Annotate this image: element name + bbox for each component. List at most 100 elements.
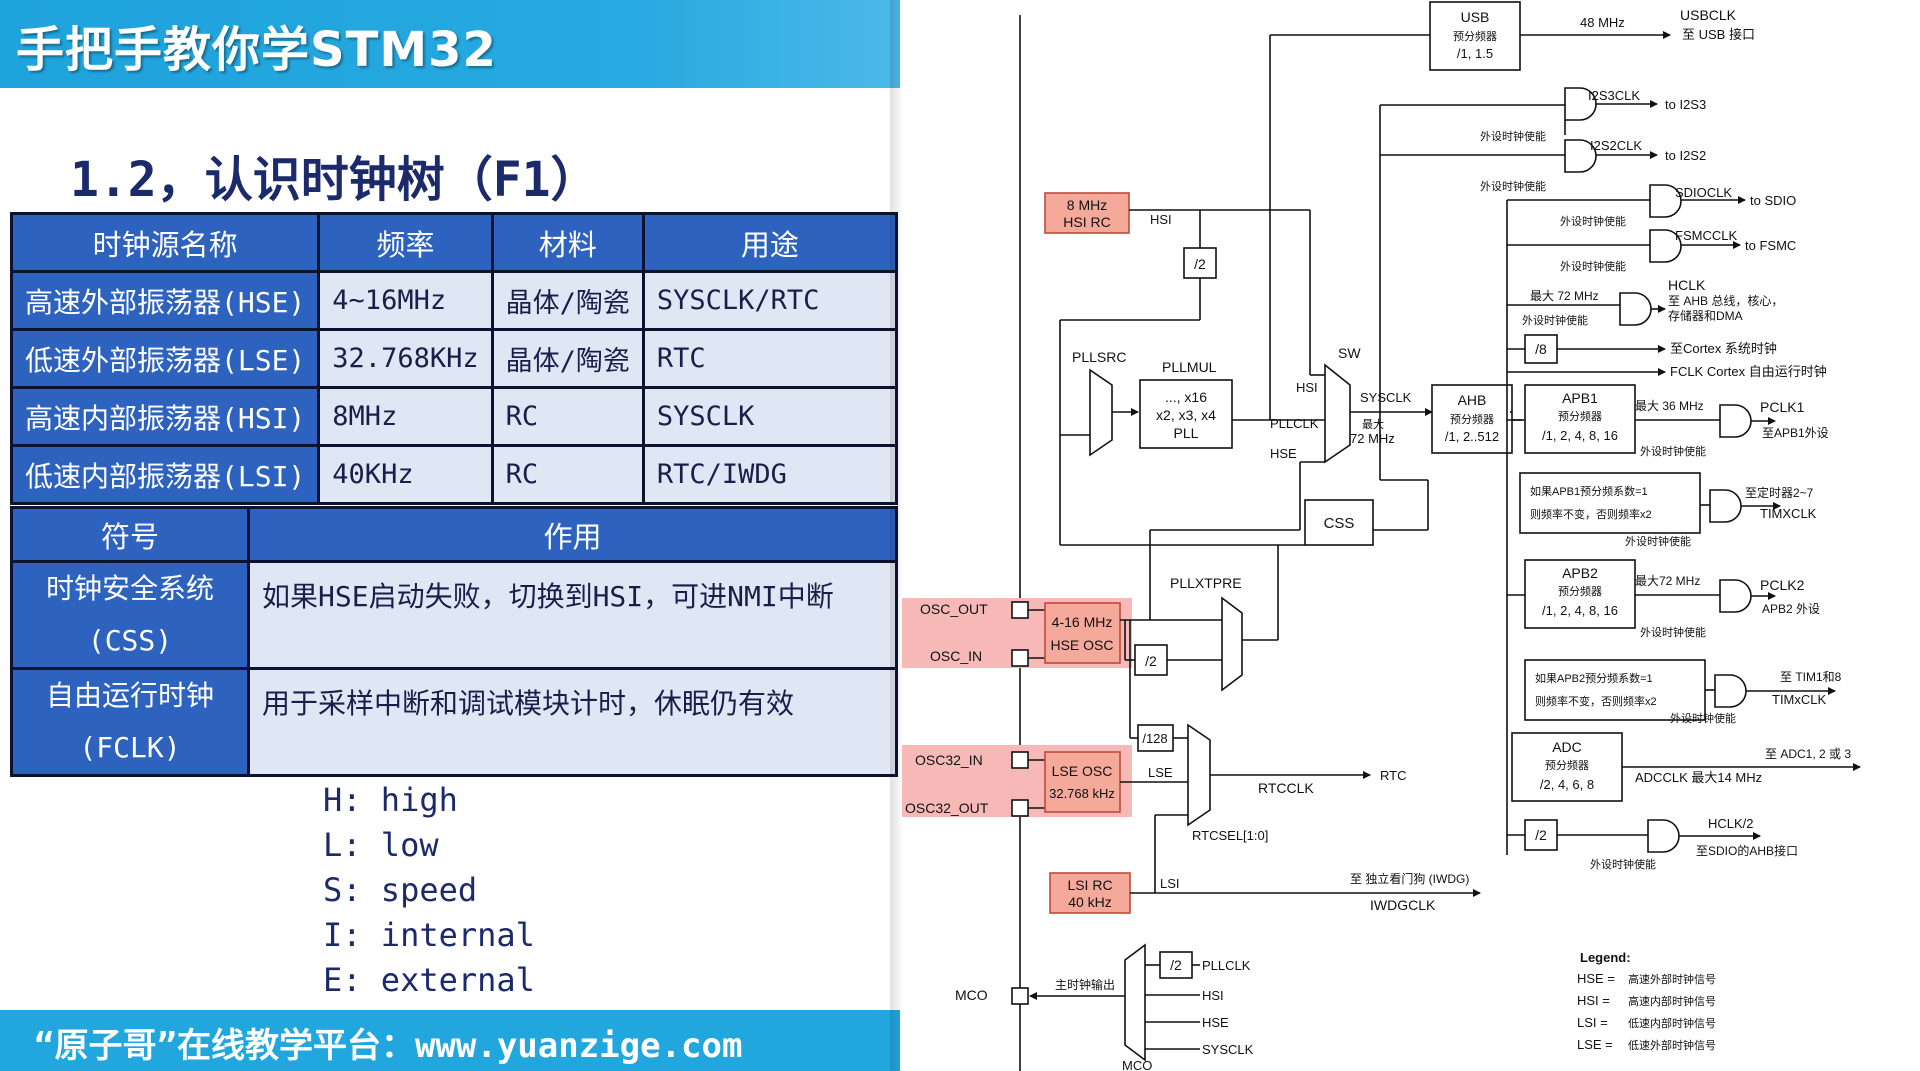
pin-mco: MCO — [955, 987, 988, 1003]
lse-osc-label: LSE OSC — [1052, 763, 1113, 779]
slide-left-panel: 手把手教你学STM32 1.2，认识时钟树（F1） 时钟源名称 频率 材料 用途… — [0, 0, 900, 1071]
apb1-timer-text: 如果APB1预分频系数=1 — [1530, 484, 1648, 498]
hclk2-gate — [1647, 819, 1680, 853]
i2s3-out: to I2S3 — [1665, 97, 1706, 112]
column-header: 作用 — [247, 506, 898, 563]
apb1-text: /1, 2, 4, 8, 16 — [1542, 428, 1618, 443]
lsi-rc-label: 40 kHz — [1068, 894, 1112, 910]
adc-out: 至 ADC1, 2 或 3 — [1765, 747, 1851, 761]
sdio-out: to SDIO — [1750, 193, 1796, 208]
table-cell: 晶体/陶瓷 — [490, 328, 645, 389]
apb1-max: 最大 36 MHz — [1635, 399, 1704, 413]
usb-prescaler-box — [1429, 1, 1521, 71]
table-cell: 32.768KHz — [317, 328, 494, 389]
table-cell: 自由运行时钟(FCLK) — [10, 667, 250, 777]
pin-osc32-in: OSC32_IN — [915, 752, 983, 768]
apb1-text: 预分频器 — [1558, 409, 1602, 423]
hsi-rc-label: HSI RC — [1063, 214, 1110, 230]
hsi-rc-label: 8 MHz — [1067, 197, 1107, 213]
sw-label: SW — [1338, 345, 1361, 361]
usb-out-label: USBCLK — [1680, 7, 1737, 23]
legend-value: 低速内部时钟信号 — [1628, 1016, 1716, 1030]
sysclk-label: SYSCLK — [1360, 390, 1412, 405]
rtc-mux — [1187, 723, 1211, 827]
table-row: 时钟安全系统(CSS) 如果HSE启动失败，切换到HSI，可进NMI中断 — [10, 560, 898, 670]
sw-mux — [1324, 363, 1351, 464]
sdio-gate — [1649, 184, 1682, 218]
enable-label: 外设时钟使能 — [1522, 313, 1588, 327]
symbol-name: 自由运行时钟 — [45, 679, 214, 712]
enable-label: 外设时钟使能 — [1670, 711, 1736, 725]
pllsrc-label: PLLSRC — [1072, 349, 1126, 365]
apb2-text: /1, 2, 4, 8, 16 — [1542, 603, 1618, 618]
ahb-text: AHB — [1458, 392, 1487, 408]
symbol-table: 符号 作用 时钟安全系统(CSS) 如果HSE启动失败，切换到HSI，可进NMI… — [10, 506, 898, 777]
mco-input-label: HSE — [1202, 1015, 1229, 1030]
enable-label: 外设时钟使能 — [1480, 129, 1546, 143]
pll-text: x2, x3, x4 — [1156, 407, 1216, 423]
pin-box — [1011, 649, 1029, 667]
legend-value: 高速内部时钟信号 — [1628, 994, 1716, 1008]
hsi-rc-box — [1044, 192, 1130, 234]
apb2-prescaler-box — [1524, 559, 1636, 629]
table-cell: RTC — [641, 328, 899, 389]
pin-box — [1011, 601, 1029, 619]
pllxtpre-label: PLLXTPRE — [1170, 575, 1242, 591]
cortex-label: 至Cortex 系统时钟 — [1670, 341, 1777, 356]
footer-text: “原子哥”在线教学平台：www.yuanzige.com — [34, 1026, 743, 1066]
panel-divider — [890, 0, 904, 1071]
hsi-div2-box — [1183, 247, 1217, 279]
tim27-gate — [1709, 489, 1742, 523]
lse-wire-label: LSE — [1148, 765, 1173, 780]
legend-key: HSI = — [1577, 993, 1610, 1008]
lsi-rc-label: LSI RC — [1067, 877, 1112, 893]
tim18-gate — [1714, 674, 1747, 708]
rtcclk-label: RTCCLK — [1258, 780, 1314, 796]
rtcsel-label: RTCSEL[1:0] — [1192, 828, 1268, 843]
lsi-rc-box — [1049, 872, 1131, 914]
list-item: E: external — [323, 961, 535, 999]
table-cell: SYSCLK — [641, 386, 899, 447]
pin-osc32-out: OSC32_OUT — [905, 800, 989, 816]
table-header-row: 时钟源名称 频率 材料 用途 — [9, 212, 899, 273]
table-row: 自由运行时钟(FCLK) 用于采样中断和调试模块计时，休眠仍有效 — [10, 667, 898, 777]
sdio-label: SDIOCLK — [1675, 185, 1732, 200]
apb2-max: 最大72 MHz — [1635, 574, 1700, 588]
table-cell: 40KHz — [317, 444, 494, 505]
hsi-div2-label: /2 — [1194, 256, 1206, 272]
lsi-wire-label: LSI — [1160, 876, 1180, 891]
hclk-gate — [1619, 292, 1652, 326]
apb1-prescaler-box — [1524, 384, 1636, 454]
hclk2-out: 至SDIO的AHB接口 — [1696, 843, 1798, 858]
column-header: 时钟源名称 — [9, 212, 321, 273]
mco-mux-label: MCO — [1122, 1058, 1152, 1071]
table-cell: 高速外部振荡器(HSE) — [9, 270, 321, 331]
table-cell: 晶体/陶瓷 — [490, 270, 645, 331]
pin-box — [1011, 751, 1029, 769]
tim27-out: TIMXCLK — [1760, 506, 1817, 521]
i2s3-gate — [1564, 87, 1597, 121]
pllmul-label: PLLMUL — [1162, 359, 1217, 375]
i2s2-label: I2S2CLK — [1590, 138, 1642, 153]
sysclk-label: 最大 — [1362, 417, 1384, 431]
mco-input-label: SYSCLK — [1202, 1042, 1254, 1057]
slide-title: 手把手教你学STM32 — [16, 22, 497, 78]
pll-text: PLL — [1174, 425, 1199, 441]
hclk-label: 至 AHB 总线，核心， — [1668, 294, 1783, 308]
iwdg-label: 至 独立看门狗 (IWDG) — [1350, 871, 1469, 886]
legend-key: LSI = — [1577, 1015, 1608, 1030]
table-cell: 4~16MHz — [317, 270, 494, 331]
hse-div2-label: /2 — [1145, 653, 1157, 669]
pclk2-label: PCLK2 — [1760, 577, 1805, 593]
table-row: 高速内部振荡器(HSI) 8MHz RC SYSCLK — [9, 386, 899, 447]
pclk1-label: PCLK1 — [1760, 399, 1805, 415]
enable-label: 外设时钟使能 — [1640, 625, 1706, 639]
tim18-out: TIMxCLK — [1772, 692, 1827, 707]
title-bar: 手把手教你学STM32 — [0, 0, 900, 88]
hse-osc-label: HSE OSC — [1050, 637, 1113, 653]
usb-text: 预分频器 — [1453, 29, 1497, 43]
pin-osc-in: OSC_IN — [930, 648, 982, 664]
adc-prescaler-box — [1511, 732, 1623, 802]
legend-value: 高速外部时钟信号 — [1628, 972, 1716, 986]
table-row: 低速外部振荡器(LSE) 32.768KHz 晶体/陶瓷 RTC — [9, 328, 899, 389]
